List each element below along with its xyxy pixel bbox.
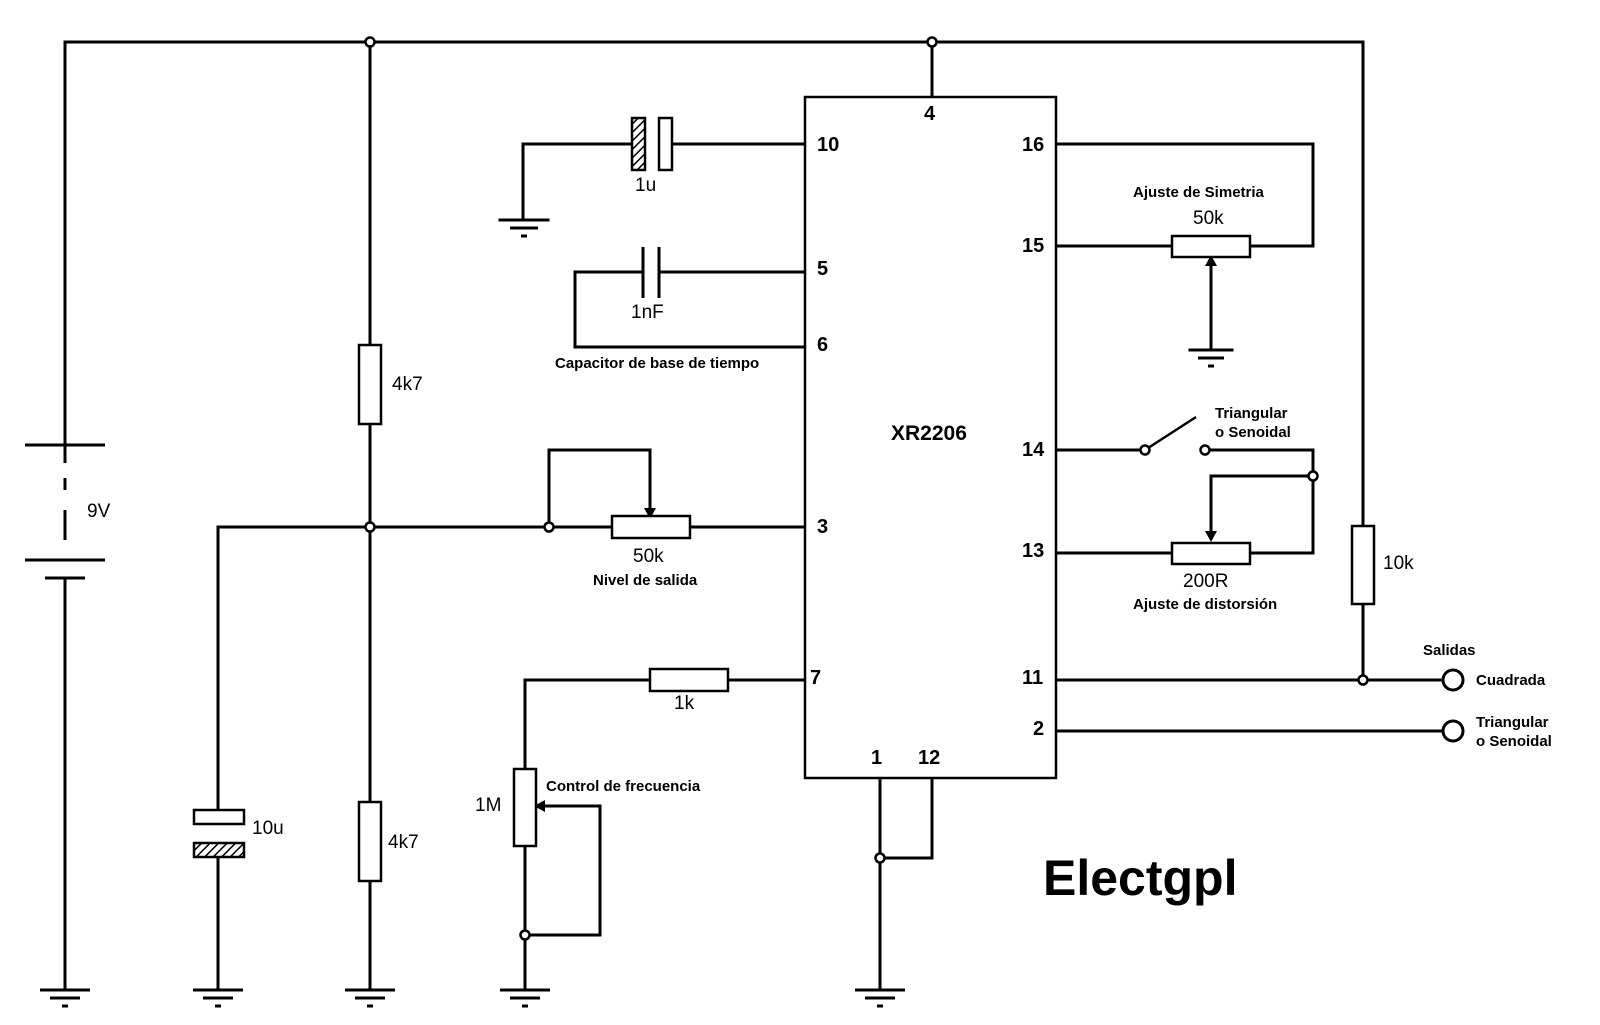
ground-symbol	[345, 988, 395, 1008]
brand-logo-text: Electgpl	[1043, 850, 1237, 906]
potentiometer-distortion	[1170, 541, 1252, 566]
pin-label: 5	[817, 258, 828, 280]
output-level-label: Nivel de salida	[593, 572, 698, 589]
pin-label: 15	[1022, 235, 1044, 257]
pin-label: 10	[817, 134, 839, 156]
pin-label: 1	[871, 747, 882, 769]
output-triangle-label-line1: Triangular	[1476, 714, 1549, 731]
capacitor-10u	[192, 808, 246, 859]
junction-dots	[364, 36, 1369, 941]
junction-dot	[874, 852, 886, 864]
capacitor-1nf	[641, 247, 661, 298]
switch-contact	[1139, 444, 1151, 456]
resistor-10k-value: 10k	[1383, 553, 1414, 574]
pin-label: 13	[1022, 540, 1044, 562]
resistor-10k	[1350, 524, 1376, 606]
resistor-4k7-bottom	[357, 800, 383, 883]
output-square-label: Cuadrada	[1476, 672, 1546, 689]
output-triangle-label-line2: o Senoidal	[1476, 733, 1552, 750]
frequency-control-label: Control de frecuencia	[546, 778, 701, 795]
junction-dot	[543, 521, 555, 533]
pin-label: 12	[918, 747, 940, 769]
pin-label: 14	[1022, 439, 1045, 461]
potentiometer-symmetry-value: 50k	[1193, 208, 1224, 229]
junction-dot	[364, 36, 376, 48]
ic-body	[803, 95, 1058, 780]
wiper-arrows	[534, 255, 1217, 812]
capacitor-1nf-value: 1nF	[631, 302, 664, 323]
distortion-label: Ajuste de distorsión	[1133, 596, 1277, 613]
potentiometer-level-value: 50k	[633, 546, 664, 567]
ground-symbol	[500, 988, 550, 1008]
resistor-4k7-bottom-value: 4k7	[388, 832, 419, 853]
battery-value: 9V	[87, 501, 111, 522]
output-terminal-triangle	[1441, 719, 1465, 743]
potentiometer-symmetry	[1170, 234, 1252, 259]
capacitor-1u	[630, 116, 674, 172]
switch-contact	[1199, 444, 1211, 456]
pin-label: 3	[817, 516, 828, 538]
ground-symbols	[40, 218, 1232, 1008]
output-terminal-square	[1441, 668, 1465, 692]
pin-label: 11	[1022, 667, 1043, 689]
pin-label: 2	[1033, 718, 1044, 740]
junction-dot	[1357, 674, 1369, 686]
switch-label-line1: Triangular	[1215, 405, 1288, 422]
resistor-1k	[648, 667, 730, 693]
ground-symbol	[500, 218, 548, 238]
outputs-label: Salidas	[1423, 642, 1476, 659]
capacitor-10u-value: 10u	[252, 818, 284, 839]
ic-name: XR2206	[891, 422, 967, 445]
wires	[63, 40, 1445, 992]
pin-label: 4	[924, 103, 936, 125]
timing-capacitor-label: Capacitor de base de tiempo	[555, 355, 759, 372]
potentiometer-level	[610, 514, 692, 540]
potentiometer-frequency	[512, 767, 538, 848]
resistor-4k7-top-value: 4k7	[392, 374, 423, 395]
ground-symbol	[855, 988, 905, 1008]
switch-label-line2: o Senoidal	[1215, 424, 1291, 441]
capacitor-1u-value: 1u	[635, 175, 656, 196]
resistor-1k-value: 1k	[674, 693, 695, 714]
junction-dot	[926, 36, 938, 48]
pin-label: 6	[817, 334, 828, 356]
junction-dot	[364, 521, 376, 533]
resistor-4k7-top	[357, 343, 383, 426]
pin-label: 7	[810, 667, 821, 689]
ground-symbol	[40, 988, 90, 1008]
ground-symbol	[1190, 348, 1232, 368]
potentiometer-distortion-value: 200R	[1183, 571, 1228, 592]
pin-label: 16	[1022, 134, 1044, 156]
junction-dot	[519, 929, 531, 941]
junction-dot	[1307, 470, 1319, 482]
battery-symbol	[25, 443, 105, 580]
potentiometer-frequency-value: 1M	[475, 795, 501, 816]
ground-symbol	[193, 988, 243, 1008]
symmetry-label: Ajuste de Simetria	[1133, 184, 1265, 201]
